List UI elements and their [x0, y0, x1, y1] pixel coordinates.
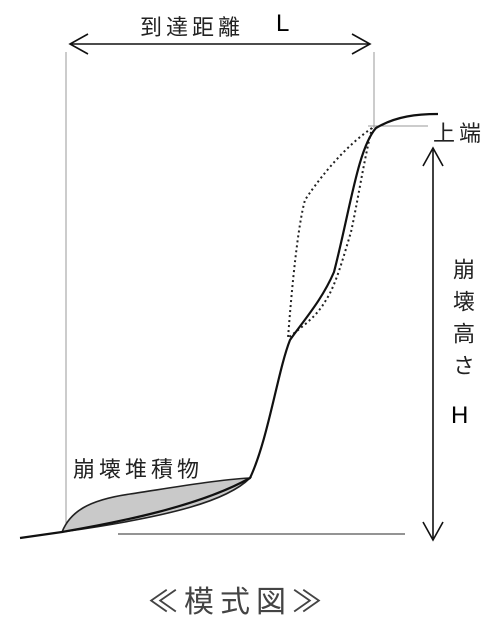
reach-distance-arrow [68, 33, 372, 55]
debris-deposit [60, 477, 253, 533]
slope-profile-line [19, 112, 439, 540]
collapse-height-label: 崩壊高さ [449, 258, 474, 386]
height-symbol: H [451, 402, 469, 429]
original-slope-dotted-outline [286, 127, 373, 341]
reach-distance-symbol: L [276, 10, 290, 37]
diagram-caption: ≪模式図≫ [148, 585, 328, 620]
debris-label: 崩壊堆積物 [73, 458, 204, 483]
reach-distance-label: 到達距離 [140, 16, 245, 41]
height-arrow [422, 146, 444, 542]
top-edge-label: 上端 [433, 122, 486, 147]
